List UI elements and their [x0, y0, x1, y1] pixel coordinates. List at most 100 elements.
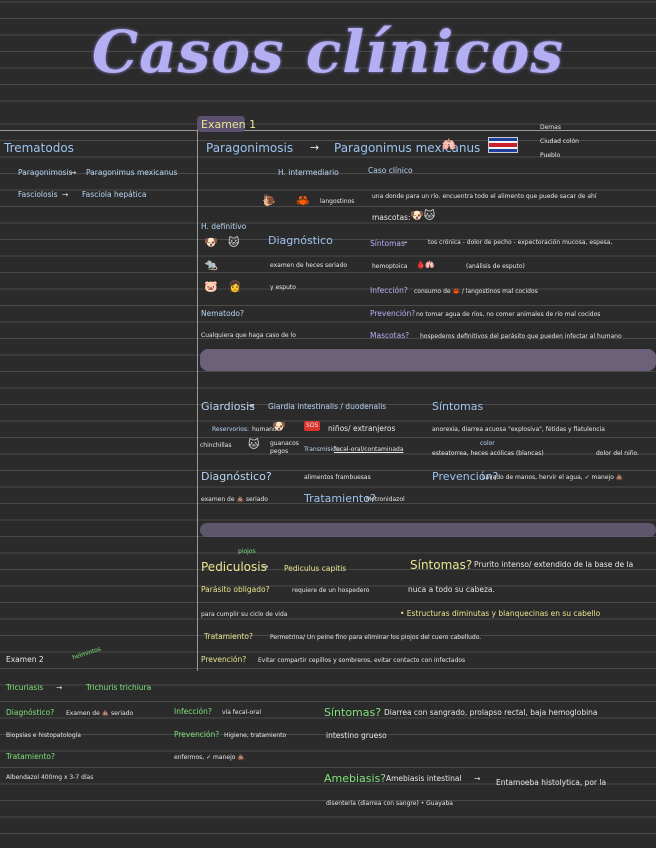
- tricuriasis-infeccion-text: vía fecal-oral: [222, 709, 262, 716]
- giardiosis-agent: Giardia intestinalis / duodenalis: [268, 402, 387, 411]
- pediculosis-prevencion-label: Prevención?: [201, 655, 247, 664]
- giardia-diagnostico-text: examen de 💩 seriado: [201, 496, 268, 503]
- trematodos-item-1-disease: Paragonimosis: [18, 168, 73, 177]
- parasito-label: Parásito obligado?: [201, 585, 270, 594]
- pediculosis-annotation: piojos: [238, 548, 256, 555]
- pig-icon: 🐷: [204, 280, 218, 293]
- nematodo-text: Cualquiera que haga caso de lo: [201, 332, 296, 339]
- nematodo-label: Nematodo?: [201, 309, 244, 318]
- lung-icon: 🫁: [442, 138, 456, 151]
- tricuriasis-diagnostico-label: Diagnóstico?: [6, 708, 55, 717]
- pediculosis-sintomas-label: Síntomas?: [410, 558, 473, 572]
- amebiasis-label: Amebiasis?: [324, 772, 387, 785]
- prevencion-label: Prevención?: [370, 309, 416, 318]
- ninos-text: niños/ extranjeros: [328, 424, 396, 433]
- dog-icon: 🐶: [204, 236, 218, 249]
- tricuriasis-diagnostico-text: Examen de 💩 seriado: [66, 710, 134, 717]
- tricuriasis-tratamiento-text: Albendazol 400mg x 3-7 días: [6, 774, 94, 781]
- parasito-text-2: para cumplir su ciclo de vida: [201, 611, 288, 618]
- tricuriasis-prevencion-text-2: enfermos, ✓ manejo 💩: [174, 754, 245, 761]
- reservoir-dog-icon: 🐶: [272, 420, 286, 433]
- h-definitivo: H. definitivo: [201, 222, 247, 231]
- trematodos-item-1-agent: Paragonimus mexicanus: [86, 168, 178, 177]
- tricuriasis-tratamiento-label: Tratamiento?: [6, 752, 55, 761]
- infeccion-label: Infección?: [370, 286, 408, 295]
- trematodos-item-2-agent: Fasciola hepática: [82, 190, 147, 199]
- infeccion-text: consumo de 🦀 / langostinos mal cocidos: [414, 288, 538, 295]
- blood-lung-icon: 🩸🫁: [416, 260, 435, 269]
- tricuriasis-prevencion-text-1: Higiene, tratamiento: [224, 732, 287, 739]
- caso-clinico-label: Caso clínico: [368, 166, 413, 175]
- trematodos-item-2-disease: Fasciolosis: [18, 190, 58, 199]
- parasito-text-1: requiere de un hospedero: [292, 587, 370, 594]
- pediculosis-sintomas-2: nuca a todo su cabeza.: [408, 585, 495, 594]
- mascotas-text: hospederos definitivos del parásito que …: [420, 333, 622, 340]
- section-band-1: [200, 349, 656, 371]
- costa-rica-flag-icon: [488, 137, 518, 153]
- diagnostico-text-2: y esputo: [270, 284, 296, 291]
- flag-note-3: Pueblo: [540, 152, 561, 159]
- h-intermediario: H. intermediario: [278, 168, 339, 177]
- horizontal-divider: [0, 130, 656, 131]
- extra-note-2: guanacos pegos: [270, 440, 299, 455]
- sos-icon: SOS: [304, 421, 321, 431]
- prevencion-text: no tomar agua de ríos, no comer animales…: [416, 311, 601, 318]
- giardia-tratamiento-text: Metronidazol: [366, 496, 405, 503]
- tricuriasis-sintomas-1: Diarrea con sangrado, prolapso rectal, b…: [384, 708, 598, 717]
- pediculosis-tratamiento-text: Permetrina/ Un peine fino para eliminar …: [270, 634, 482, 641]
- tricuriasis-diagnostico-text-2: Biopsias e histopatología: [6, 732, 81, 739]
- pediculosis-agent: Pediculus capitis: [284, 564, 347, 573]
- caso-text-2: mascotas:: [372, 213, 411, 222]
- pediculosis-sintomas-1: Prurito intenso/ extendido de la base de…: [474, 560, 634, 569]
- flag-note-1: Demas: [540, 124, 561, 131]
- giardia-prevencion-label: Prevención?: [432, 470, 499, 483]
- section-band-2: [200, 523, 656, 537]
- pediculosis-tratamiento-label: Tratamiento?: [204, 632, 253, 641]
- cat-icon: 🐱: [228, 236, 240, 249]
- page-title: Casos clínicos: [91, 18, 565, 86]
- sintomas-label: Síntomas: [370, 239, 405, 248]
- giardia-sintomas-1: anorexia, diarrea acuosa "explosiva", fé…: [432, 426, 605, 433]
- paragonimosis-agent: Paragonimus mexicanus: [334, 141, 481, 155]
- pediculosis-heading: Pediculosis: [201, 560, 267, 574]
- transmision-label: Transmisión:: [304, 446, 342, 453]
- pediculosis-prevencion-text: Evitar compartir cepillos y sombreros, e…: [258, 657, 466, 664]
- transmision-text: fecal-oral/contaminada: [334, 446, 404, 453]
- rat-icon: 🐀: [204, 258, 218, 271]
- tricuriasis-infeccion-label: Infección?: [174, 707, 212, 716]
- mascotas-label: Mascotas?: [370, 331, 410, 340]
- pediculosis-sintomas-3: • Estructuras diminutas y blanquecinas e…: [400, 609, 601, 618]
- vertical-divider: [197, 126, 198, 671]
- reservorios-text: humano: [252, 426, 277, 433]
- person-icon: 👩: [228, 280, 242, 293]
- crab-icon: 🦀: [296, 194, 310, 207]
- diagnostico-text-1: examen de heces seriado: [270, 262, 348, 269]
- amebiasis-text-2: disentería (diarrea con sangre) • Guayab…: [326, 800, 453, 807]
- flag-note-2: Ciudad colón: [540, 138, 579, 145]
- sintomas-text-2: hemoptoica: [372, 263, 408, 270]
- diagnostico-label: Diagnóstico: [268, 234, 333, 247]
- giardiosis-sintomas-label: Síntomas: [432, 400, 484, 413]
- giardia-sintomas-note: color: [480, 440, 495, 447]
- giardiosis-heading: Giardiosis: [201, 400, 255, 413]
- giardia-diagnostico-label: Diagnóstico?: [201, 470, 272, 483]
- extra-cat-icon: 🐱: [248, 438, 260, 451]
- exam2-heading: Examen 2: [6, 655, 44, 664]
- amebiasis-text-1: Amebiasis intestinal: [386, 774, 462, 783]
- tricuriasis-prevencion-label: Prevención?: [174, 730, 220, 739]
- h-intermediario-note: langostinos: [320, 198, 355, 205]
- snail-icon: 🐌: [262, 194, 276, 207]
- tricuriasis-heading: Tricuriasis: [6, 683, 44, 692]
- giardia-tratamiento-label: Tratamiento?: [304, 492, 376, 505]
- tricuriasis-agent: Trichuris trichiura: [86, 683, 152, 692]
- paragonimosis-heading: Paragonimosis: [206, 141, 294, 155]
- pets-icon: 🐶🐱: [410, 209, 436, 222]
- caso-text-1: una donde para un río. encuentra todo el…: [372, 193, 597, 200]
- exam1-highlight: [197, 116, 245, 132]
- sintomas-text-3: (análisis de esputo): [466, 263, 525, 270]
- reservorios-label: Reservorios:: [212, 426, 250, 433]
- sintomas-text-1: tos crónica - dolor de pecho - expectora…: [428, 239, 613, 246]
- giardia-sintomas-3: dolor del niño.: [596, 450, 640, 457]
- trematodos-heading: Trematodos: [4, 141, 74, 155]
